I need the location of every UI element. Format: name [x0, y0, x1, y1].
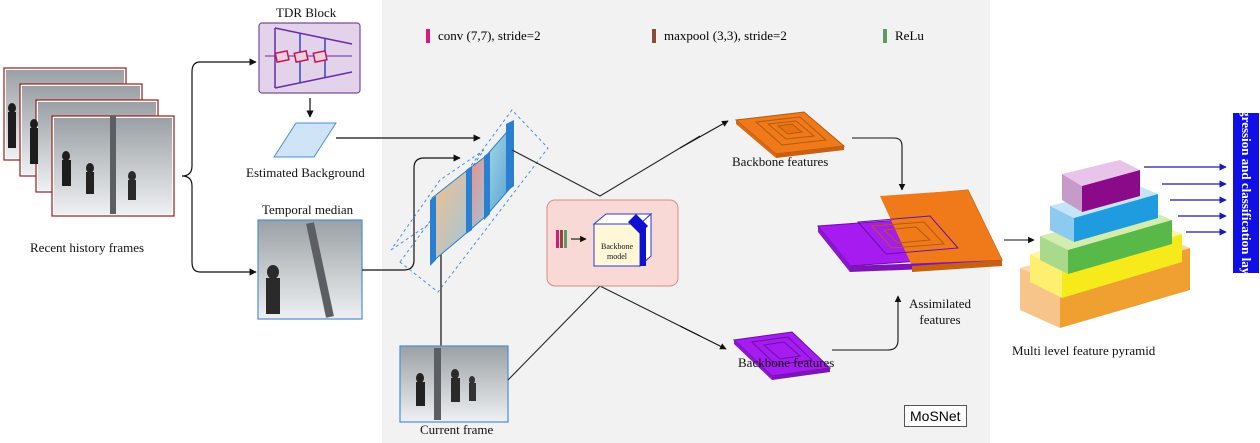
input-channel-stack [390, 109, 549, 293]
regression-classification-panel: Regression and classification layers [1233, 95, 1259, 291]
arrow-backbone-to-top-features [679, 120, 729, 149]
arrow-median-to-stack [362, 154, 461, 271]
backbone-features-top-label: Backbone features [732, 154, 829, 169]
assimilated-features [817, 189, 1003, 272]
legend-relu-swatch [883, 29, 887, 43]
temporal-median-label: Temporal median [262, 202, 354, 217]
mosnet-tag: MoSNet [904, 405, 967, 427]
current-frame-image [399, 345, 509, 423]
temporal-median-image [257, 219, 363, 320]
arrow-top-to-assimilated [852, 137, 906, 191]
current-frame-label: Current frame [420, 422, 494, 437]
legend-maxpool-swatch [652, 29, 656, 43]
backbone-model-box [546, 199, 679, 287]
tdr-block-label: TDR Block [276, 5, 337, 20]
arrow-backbone-to-bottom-features [679, 325, 727, 350]
feature-pyramid [1020, 160, 1190, 328]
legend-relu: ReLu [883, 28, 924, 44]
assimilated-features-label: Assimilated features [908, 296, 972, 327]
estimated-background-label: Estimated Background [246, 165, 365, 180]
legend-maxpool: maxpool (3,3), stride=2 [652, 28, 787, 44]
legend-conv: conv (7,7), stride=2 [426, 28, 541, 44]
legend-conv-swatch [426, 29, 430, 43]
output-arrows [1144, 163, 1227, 236]
regression-classification-label: Regression and classification layers [1239, 95, 1254, 291]
estimated-background-shape [273, 122, 337, 158]
backbone-features-bottom-label: Backbone features [738, 355, 835, 370]
backbone-features-top [734, 111, 846, 158]
legend-maxpool-label: maxpool (3,3), stride=2 [664, 28, 787, 43]
recent-history-frames [3, 67, 175, 217]
arrow-bottom-to-assimilated [832, 295, 902, 351]
tdr-block [258, 22, 361, 94]
backbone-model-label: Backbone model [601, 242, 633, 261]
multi-level-feature-pyramid-label: Multi level feature pyramid [1012, 343, 1156, 358]
legend-conv-label: conv (7,7), stride=2 [438, 28, 541, 43]
recent-history-frames-label: Recent history frames [30, 240, 145, 255]
link-stack-to-backbone [511, 135, 701, 197]
brace [181, 61, 201, 273]
backbone-features-bottom [732, 331, 832, 380]
legend-relu-label: ReLu [895, 28, 924, 43]
